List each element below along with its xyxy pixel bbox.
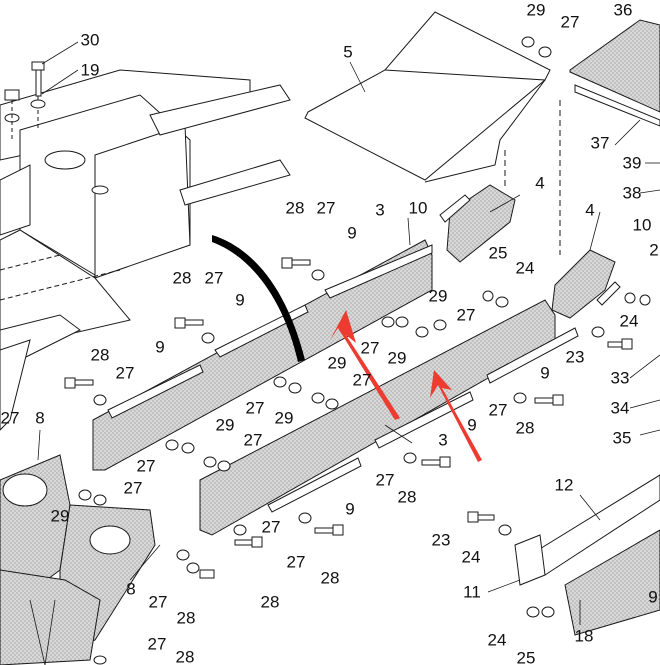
callout-4-b: 4 — [585, 200, 595, 220]
leader-lines — [29, 41, 660, 665]
callout-33: 33 — [610, 368, 630, 388]
callout-28-d: 28 — [515, 418, 535, 438]
shield-left — [0, 339, 156, 665]
red-arrow-lower — [430, 370, 482, 462]
callout-29-f: 29 — [215, 415, 235, 435]
callout-28-a: 28 — [285, 198, 305, 218]
callout-27-q: 27 — [148, 592, 168, 612]
callout-27-o: 27 — [261, 517, 281, 537]
callout-27-b: 27 — [316, 198, 336, 218]
callout-8-a: 8 — [35, 408, 45, 428]
callout-27-c: 27 — [204, 268, 224, 288]
callout-11: 11 — [463, 582, 481, 602]
callout-27-d: 27 — [456, 305, 476, 325]
callout-28-i: 28 — [260, 592, 280, 612]
callout-27-e: 27 — [360, 338, 380, 358]
callout-24-c: 24 — [461, 547, 481, 567]
callout-25-a: 25 — [488, 243, 508, 263]
callout-28-f: 28 — [320, 568, 340, 588]
callout-37: 37 — [590, 133, 610, 153]
callout-3-b: 3 — [438, 430, 448, 450]
callout-5: 5 — [343, 42, 353, 62]
callout-34: 34 — [610, 398, 630, 418]
callout-36: 36 — [613, 0, 633, 20]
callout-9-d: 9 — [540, 363, 550, 383]
callout-29-e: 29 — [274, 408, 294, 428]
red-arrow-upper — [330, 310, 400, 420]
callout-27-a: 27 — [560, 12, 580, 32]
callout-9-a: 9 — [347, 223, 357, 243]
callout-38: 38 — [622, 183, 642, 203]
callout-27-r: 27 — [147, 634, 167, 654]
callout-30: 30 — [80, 30, 100, 50]
rail-12 — [514, 474, 660, 636]
callout-29-c: 29 — [387, 348, 407, 368]
callout-3-a: 3 — [375, 200, 385, 220]
callout-29-a: 29 — [526, 0, 546, 20]
callout-9-b: 9 — [235, 290, 245, 310]
callout-25-b: 25 — [516, 648, 536, 665]
callout-28-e: 28 — [397, 487, 417, 507]
callout-9-f: 9 — [345, 499, 355, 519]
callout-27-m: 27 — [375, 470, 395, 490]
callout-9-g: 9 — [648, 587, 658, 607]
callout-28-c: 28 — [90, 345, 110, 365]
callout-24-d: 24 — [487, 630, 507, 650]
callout-19: 19 — [80, 60, 100, 80]
panel-3-upper — [92, 239, 433, 471]
callout-10-a: 10 — [408, 198, 428, 218]
callout-28-b: 28 — [172, 268, 192, 288]
callout-12: 12 — [554, 475, 574, 495]
callout-35: 35 — [612, 428, 632, 448]
callout-39: 39 — [622, 153, 642, 173]
callout-27-j: 27 — [0, 408, 20, 428]
callout-29-g: 29 — [50, 506, 70, 526]
callout-28-g: 28 — [176, 608, 196, 628]
callout-27-h: 27 — [245, 398, 265, 418]
panel-4 — [439, 184, 621, 319]
callout-8-b: 8 — [126, 579, 136, 599]
callout-23-b: 23 — [431, 530, 451, 550]
callout-27-i: 27 — [488, 400, 508, 420]
callout-24-b: 24 — [619, 311, 639, 331]
callout-27-l: 27 — [136, 456, 156, 476]
callout-18: 18 — [574, 626, 594, 646]
callout-10-b: 10 — [632, 215, 652, 235]
callout-9-e: 9 — [467, 415, 477, 435]
callout-29-d: 29 — [327, 353, 347, 373]
fasteners — [64, 36, 651, 665]
callout-27-n: 27 — [123, 478, 143, 498]
panel-36 — [504, 19, 660, 255]
callout-23-a: 23 — [565, 347, 585, 367]
cover-5 — [304, 11, 551, 183]
callout-2: 2 — [649, 240, 659, 260]
callout-24-a: 24 — [515, 258, 535, 278]
callout-27-g: 27 — [352, 370, 372, 390]
callout-27-k: 27 — [243, 430, 263, 450]
callout-28-h: 28 — [175, 647, 195, 665]
callout-9-c: 9 — [155, 337, 165, 357]
panel-3-lower — [199, 299, 579, 536]
callout-29-b: 29 — [428, 286, 448, 306]
frame-assembly — [0, 69, 291, 366]
callout-27-f: 27 — [115, 363, 135, 383]
bolt-30 — [4, 61, 46, 140]
black-arc — [212, 235, 305, 362]
callout-27-p: 27 — [286, 552, 306, 572]
callout-4-a: 4 — [535, 173, 545, 193]
